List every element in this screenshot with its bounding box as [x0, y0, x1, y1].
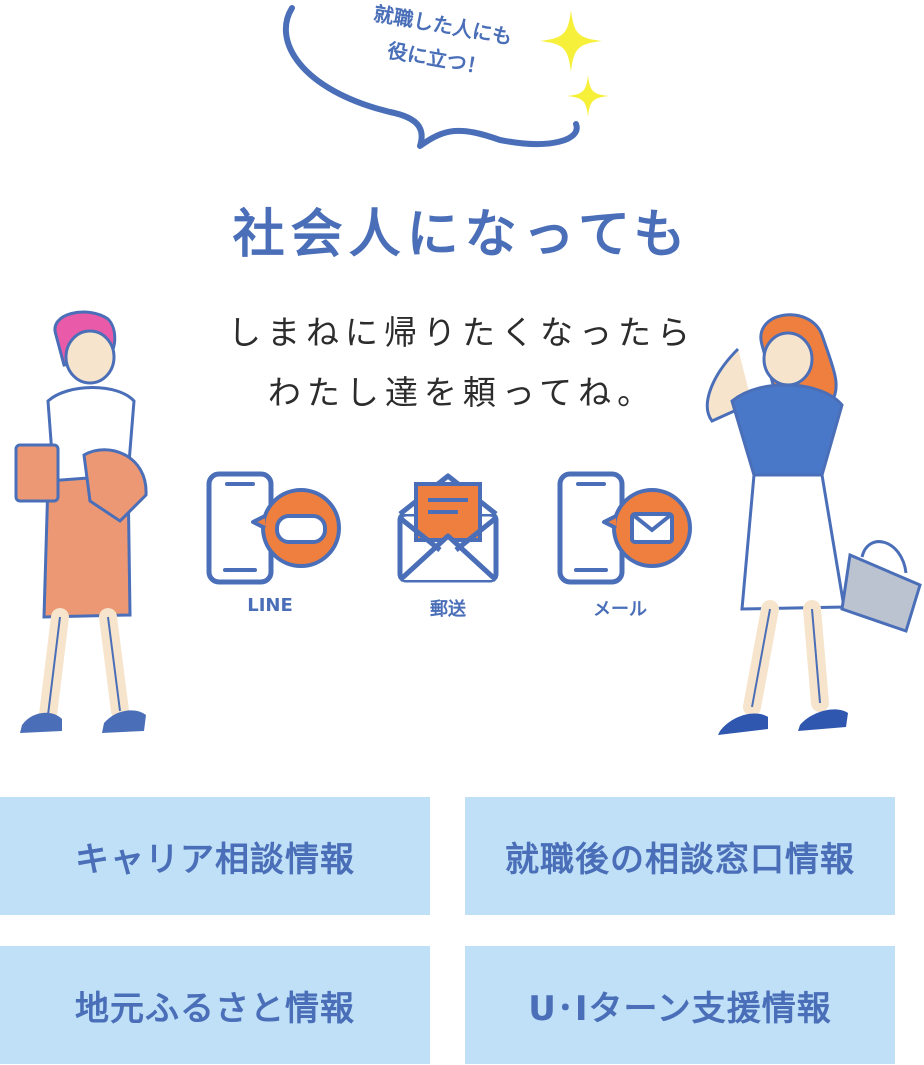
subline-1: しまねに帰りたくなったら	[228, 313, 696, 352]
contact-post-label: 郵送	[430, 599, 466, 620]
hometown-info-button[interactable]: 地元ふるさと情報	[0, 946, 430, 1064]
woman-right-illustration	[705, 313, 922, 735]
ui-turn-support-button[interactable]: U･Iターン支援情報	[465, 946, 895, 1064]
contact-line-label: LINE	[247, 595, 293, 616]
page-headline: 社会人になっても	[232, 205, 692, 265]
speech-bubble	[282, 5, 580, 149]
sparkle-icon	[567, 75, 609, 117]
smartphone-chat-icon	[206, 471, 341, 585]
smartphone-mail-icon	[557, 471, 692, 585]
contact-mail-label: メール	[593, 599, 647, 620]
sparkle-icon	[540, 10, 602, 72]
post-employment-consultation-button[interactable]: 就職後の相談窓口情報	[465, 797, 895, 915]
post-employment-consultation-label: 就職後の相談窓口情報	[505, 839, 855, 880]
subline-2: わたし達を頼ってね。	[267, 373, 657, 412]
ui-turn-support-label: U･Iターン支援情報	[528, 988, 832, 1029]
hometown-info-label: 地元ふるさと情報	[75, 988, 355, 1029]
career-consultation-label: キャリア相談情報	[75, 839, 355, 880]
envelope-letter-icon	[397, 473, 499, 583]
contact-post[interactable]	[396, 470, 500, 588]
woman-left-illustration	[14, 310, 148, 733]
career-consultation-button[interactable]: キャリア相談情報	[0, 797, 430, 915]
contact-mail[interactable]	[556, 470, 696, 620]
contact-line[interactable]	[205, 470, 345, 620]
